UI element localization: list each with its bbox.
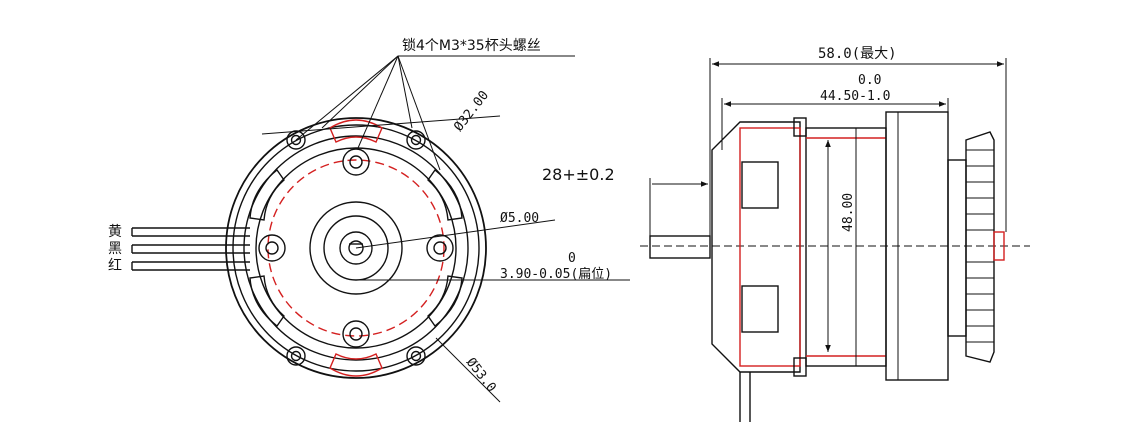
housing-ring-3 [243,135,469,361]
motor-body [805,127,887,367]
side-view [640,58,1030,422]
front-cap-tab-top [741,161,779,209]
housing-ring-2 [232,124,480,372]
dia5-label: Ø5.00 [500,211,539,226]
shaft [649,235,711,259]
front-cap-flange [739,127,801,367]
gear-teeth [966,149,994,343]
front-bolt-bottom [793,357,807,377]
flat-dim-label: 3.90-0.05(扁位) [500,267,612,282]
wire-label-yellow: 黄 [108,223,122,240]
hub-inner [339,231,373,265]
wire-label-red: 红 [108,258,122,274]
wire-label-black: 黑 [108,241,122,257]
dia32-leader [261,115,501,135]
shaft-end [348,240,364,256]
hub-outer [309,201,403,295]
rear-disc [947,159,967,337]
front-cap-tab-bottom [741,285,779,333]
shaft-length-label: 28+±0.2 [542,165,615,184]
dia5-leader [355,219,556,249]
flat-tol-label: 0 [568,251,576,266]
height-label: 48.00 [841,193,856,232]
body-tol-label: 0.0 [858,73,881,88]
front-bolt-top [793,117,807,137]
rim-slots [249,119,463,377]
gear-ring [965,131,995,363]
housing-outer-ring [225,117,487,379]
pitch-circle [267,159,445,337]
housing-ring-4 [255,147,457,349]
screw-note-label: 锁4个M3*35杯头螺丝 [402,38,541,54]
overall-length-label: 58.0(最大) [818,46,897,62]
mount-holes [258,148,454,348]
dia53-leader [435,337,501,403]
rear-nub [993,231,1005,261]
lead-wires [131,227,250,271]
dia53-label: Ø53.0 [463,355,499,395]
body-length-label: 44.50-1.0 [820,89,890,104]
front-cap [711,121,801,373]
dia32-label: Ø32.00 [451,88,492,134]
front-view [131,55,630,403]
screw-leaders [295,55,575,171]
